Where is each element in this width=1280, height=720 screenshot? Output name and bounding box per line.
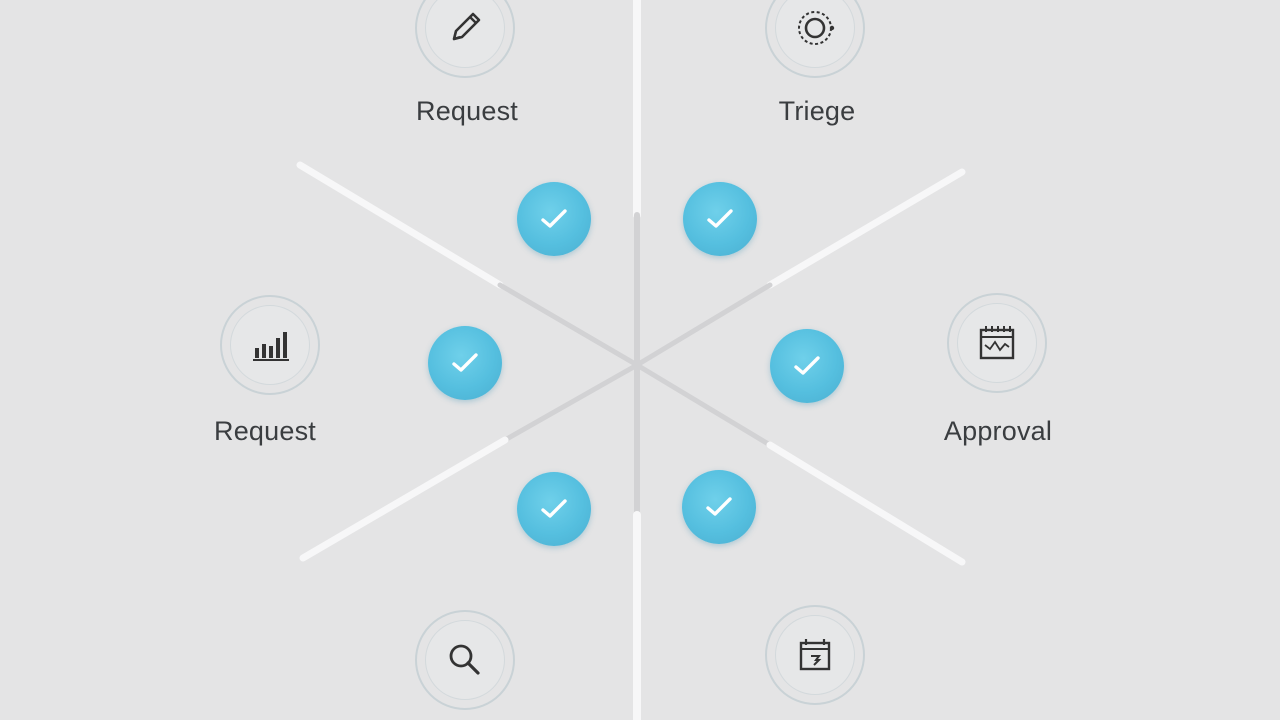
bar-chart-icon	[253, 332, 289, 361]
spoke-diag-tl-outer	[296, 161, 504, 289]
spoke-diag-br-outer	[766, 441, 966, 566]
calendar-icon	[799, 639, 831, 671]
pencil-icon	[452, 12, 481, 41]
node-search-inner	[425, 620, 505, 700]
node-request-top-inner	[425, 0, 505, 68]
checkmark-icon	[541, 499, 567, 518]
node-request-mid-inner	[230, 305, 310, 385]
node-schedule-inner	[775, 615, 855, 695]
spoke-diag-bl-inner	[502, 362, 640, 443]
node-schedule[interactable]	[765, 605, 865, 705]
gear-icon	[798, 11, 835, 45]
checkmark-icon	[794, 356, 820, 375]
node-triege-inner	[775, 0, 855, 68]
checkmark-icon	[707, 209, 733, 228]
node-label-approval: Approval	[943, 416, 1053, 446]
magnifier-icon	[449, 644, 480, 675]
spoke-diag-tl-inner	[497, 282, 640, 368]
check-badge-mid-right	[770, 329, 844, 403]
checkmark-icon	[706, 497, 732, 516]
check-badge-lower-right	[682, 470, 756, 544]
spoke-diag-tr-outer	[766, 168, 966, 289]
node-label-triege: Triege	[778, 96, 856, 126]
check-badge-upper-left	[517, 182, 591, 256]
spoke-diag-tr-inner	[634, 282, 773, 368]
node-request-mid[interactable]	[220, 295, 320, 395]
checkmark-icon	[452, 353, 478, 372]
node-approval-inner	[957, 303, 1037, 383]
node-request-top[interactable]	[415, 0, 515, 78]
spoke-diag-br-inner	[634, 362, 773, 448]
check-badge-mid-left	[428, 326, 502, 400]
spoke-diag-bl-outer	[299, 436, 509, 562]
check-badge-upper-right	[683, 182, 757, 256]
node-search[interactable]	[415, 610, 515, 710]
node-label-request-mid: Request	[214, 416, 316, 446]
checkmark-icon	[541, 209, 567, 228]
check-badge-lower-left	[517, 472, 591, 546]
node-label-request-top: Request	[416, 96, 518, 126]
calendar-chart-icon	[979, 326, 1015, 360]
node-approval[interactable]	[947, 293, 1047, 393]
